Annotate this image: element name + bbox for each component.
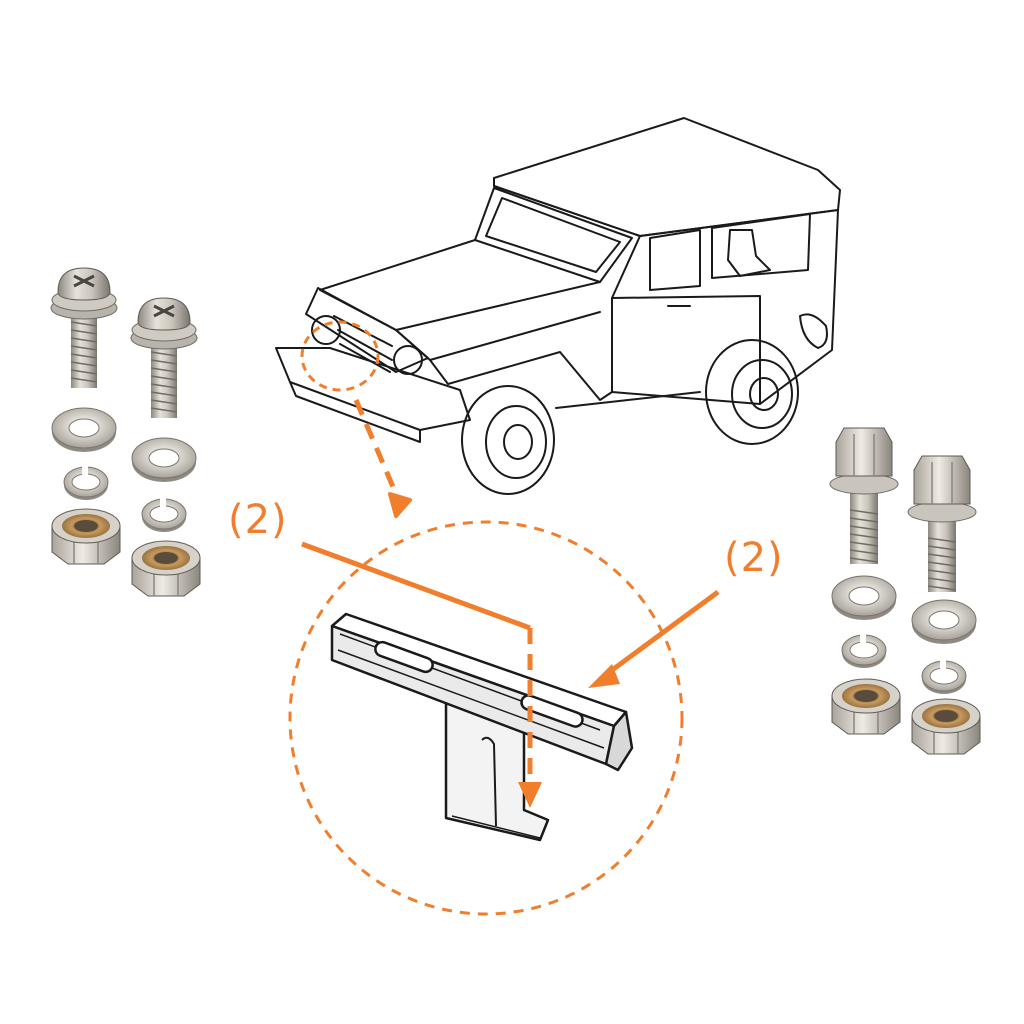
phillips-screw-icon (49, 266, 119, 390)
hex-nut-icon (51, 508, 121, 565)
lock-washer-icon (63, 465, 109, 501)
hex-bolt-icon (829, 427, 899, 565)
right-hardware-set (829, 427, 981, 755)
leader-arrowhead-right (588, 664, 620, 688)
leader-line-right (602, 589, 720, 679)
magnify-circle (288, 520, 684, 916)
leader-line-left (301, 541, 531, 631)
hex-nut-icon (831, 678, 901, 735)
zoom-arrow-line (353, 399, 405, 509)
flat-washer-icon (131, 437, 197, 483)
leader-arrowhead-left (518, 782, 542, 808)
zoom-arrow-head (388, 492, 412, 518)
left-hardware-set (49, 266, 201, 597)
flat-washer-icon (831, 575, 897, 621)
lock-washer-icon (841, 633, 887, 669)
vehicle-line-drawing (275, 117, 841, 495)
flat-washer-icon (911, 599, 977, 645)
highlight-ellipse (300, 320, 380, 392)
hex-nut-icon (131, 540, 201, 597)
quantity-label-right: (2) (724, 535, 784, 581)
lock-washer-icon (921, 659, 967, 695)
hex-nut-icon (911, 698, 981, 755)
phillips-screw-icon (129, 296, 199, 420)
lock-washer-icon (141, 497, 187, 533)
hex-bolt-icon (907, 455, 977, 593)
flat-washer-icon (51, 407, 117, 453)
quantity-label-left: (2) (228, 497, 288, 543)
bracket-part (330, 612, 634, 842)
